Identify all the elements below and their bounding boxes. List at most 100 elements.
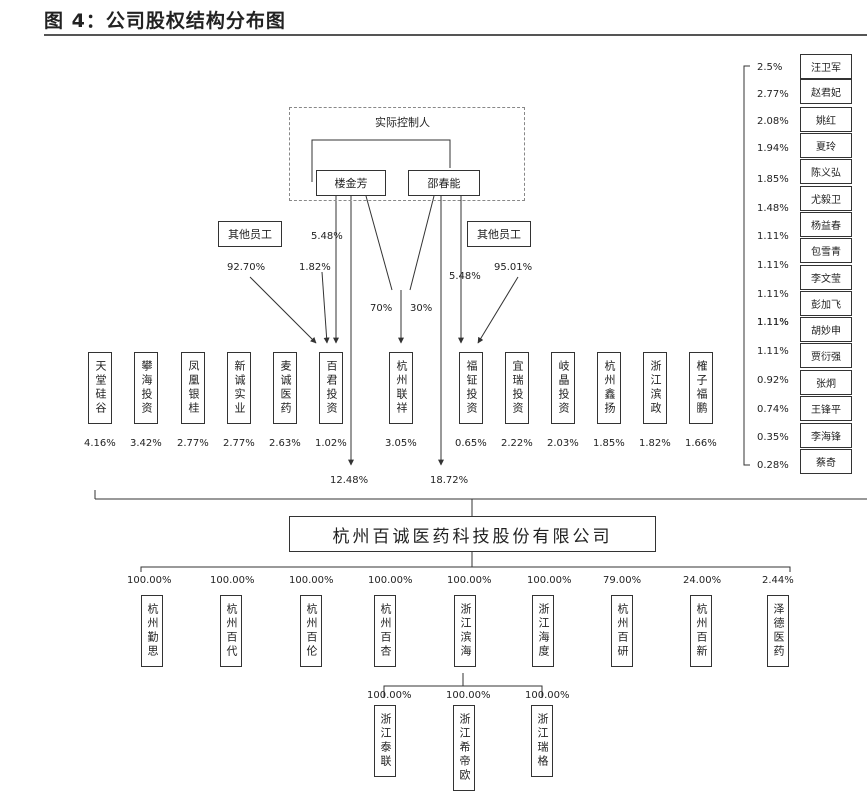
pct-lou-baijun: 1.82%	[299, 262, 331, 273]
individual-box: 贾衍强	[800, 343, 852, 368]
subsidiary-box: 浙江滨海	[454, 595, 476, 667]
individual-pct: 1.11%	[757, 317, 789, 328]
shareholder-box: 杭州联祥	[389, 352, 413, 424]
controller-shao: 邵春能	[408, 170, 480, 196]
shareholder-box: 麦诚医药	[273, 352, 297, 424]
pct-lou-company: 12.48%	[330, 475, 369, 486]
subsidiary-pct: 100.00%	[210, 575, 255, 586]
subsidiary-box: 杭州百伦	[300, 595, 322, 667]
subsidiary-pct: 100.00%	[447, 575, 492, 586]
individual-box: 王锋平	[800, 396, 852, 421]
shareholder-box: 榷子福鹏	[689, 352, 713, 424]
pct-shao-company: 18.72%	[430, 475, 469, 486]
subsidiary-box: 泽德医药	[767, 595, 789, 667]
pct-shao-fuzheng: 5.48%	[449, 271, 481, 282]
shareholder-box: 新诚实业	[227, 352, 251, 424]
shareholder-pct: 1.85%	[593, 438, 625, 449]
individual-pct: 0.28%	[757, 460, 789, 471]
individual-box: 陈义弘	[800, 159, 852, 184]
shareholder-pct: 2.63%	[269, 438, 301, 449]
shareholder-pct: 1.02%	[315, 438, 347, 449]
subsidiary-pct: 100.00%	[368, 575, 413, 586]
shareholder-pct: 2.22%	[501, 438, 533, 449]
controller-lou: 楼金芳	[316, 170, 386, 196]
individual-pct: 0.35%	[757, 432, 789, 443]
grand-subsidiary-box: 浙江泰联	[374, 705, 396, 777]
shareholder-box: 福钲投资	[459, 352, 483, 424]
shareholder-pct: 1.66%	[685, 438, 717, 449]
individual-pct: 2.5%	[757, 62, 783, 73]
company-name: 杭州百诚医药科技股份有限公司	[289, 516, 656, 552]
grand-subsidiary-pct: 100.00%	[446, 690, 491, 701]
individual-pct: 0.92%	[757, 375, 789, 386]
shareholder-box: 百君投资	[319, 352, 343, 424]
shareholder-pct: 2.03%	[547, 438, 579, 449]
individual-pct: 2.08%	[757, 116, 789, 127]
pct-to-lianxiang-30: 30%	[410, 303, 433, 314]
individual-box: 姚红	[800, 107, 852, 132]
title-rule	[44, 34, 867, 36]
subsidiary-box: 杭州百研	[611, 595, 633, 667]
individual-box: 张炯	[800, 370, 852, 395]
subsidiary-pct: 100.00%	[127, 575, 172, 586]
shareholder-pct: 0.65%	[455, 438, 487, 449]
individual-pct: 2.77%	[757, 89, 789, 100]
individual-box: 杨益春	[800, 212, 852, 237]
individual-box: 李海锋	[800, 423, 852, 448]
individual-box: 赵君妃	[800, 79, 852, 104]
grand-subsidiary-box: 浙江瑞格	[531, 705, 553, 777]
subsidiary-pct: 100.00%	[289, 575, 334, 586]
pct-to-lianxiang-70: 70%	[370, 303, 393, 314]
shareholder-pct: 3.42%	[130, 438, 162, 449]
shareholder-box: 宜瑞投资	[505, 352, 529, 424]
shareholder-box: 杭州鑫扬	[597, 352, 621, 424]
individual-box: 彭加飞	[800, 291, 852, 316]
individual-pct: 1.11%	[757, 317, 789, 328]
shareholder-pct: 2.77%	[223, 438, 255, 449]
shareholder-box: 攀海投资	[134, 352, 158, 424]
individual-box: 蔡奇	[800, 449, 852, 474]
individual-box: 胡妙申	[800, 317, 852, 342]
pct-lou-direct: 5.48%	[311, 231, 343, 242]
shareholder-pct: 3.05%	[385, 438, 417, 449]
individual-box: 尤毅卫	[800, 186, 852, 211]
other-staff-right: 其他员工	[467, 221, 531, 247]
subsidiary-pct: 24.00%	[683, 575, 722, 586]
shareholder-box: 岐晶投资	[551, 352, 575, 424]
individual-box: 汪卫军	[800, 54, 852, 79]
individual-pct: 0.74%	[757, 404, 789, 415]
individual-pct: 1.48%	[757, 203, 789, 214]
figure-title: 图 4：公司股权结构分布图	[44, 10, 286, 32]
shareholder-box: 凤凰银桂	[181, 352, 205, 424]
grand-subsidiary-pct: 100.00%	[525, 690, 570, 701]
individual-pct: 1.85%	[757, 174, 789, 185]
subsidiary-box: 杭州百新	[690, 595, 712, 667]
individual-box: 夏玲	[800, 133, 852, 158]
subsidiary-box: 杭州勤思	[141, 595, 163, 667]
individual-box: 李文莹	[800, 265, 852, 290]
actual-controller-label: 实际控制人	[375, 116, 430, 129]
individual-pct: 1.11%	[757, 231, 789, 242]
subsidiary-box: 浙江海度	[532, 595, 554, 667]
subsidiary-pct: 100.00%	[527, 575, 572, 586]
individual-pct: 1.11%	[757, 346, 789, 357]
shareholder-pct: 4.16%	[84, 438, 116, 449]
other-staff-left: 其他员工	[218, 221, 282, 247]
shareholder-box: 浙江滨政	[643, 352, 667, 424]
subsidiary-pct: 2.44%	[762, 575, 794, 586]
individual-pct: 1.11%	[757, 289, 789, 300]
individual-box: 包雪青	[800, 238, 852, 263]
actual-controller-group	[289, 107, 525, 201]
grand-subsidiary-pct: 100.00%	[367, 690, 412, 701]
shareholder-box: 天堂硅谷	[88, 352, 112, 424]
subsidiary-box: 杭州百代	[220, 595, 242, 667]
pct-staff-left: 92.70%	[227, 262, 266, 273]
individual-pct: 1.94%	[757, 143, 789, 154]
shareholder-pct: 1.82%	[639, 438, 671, 449]
shareholder-pct: 2.77%	[177, 438, 209, 449]
individual-pct: 1.11%	[757, 260, 789, 271]
subsidiary-box: 杭州百杏	[374, 595, 396, 667]
pct-staff-right: 95.01%	[494, 262, 533, 273]
subsidiary-pct: 79.00%	[603, 575, 642, 586]
